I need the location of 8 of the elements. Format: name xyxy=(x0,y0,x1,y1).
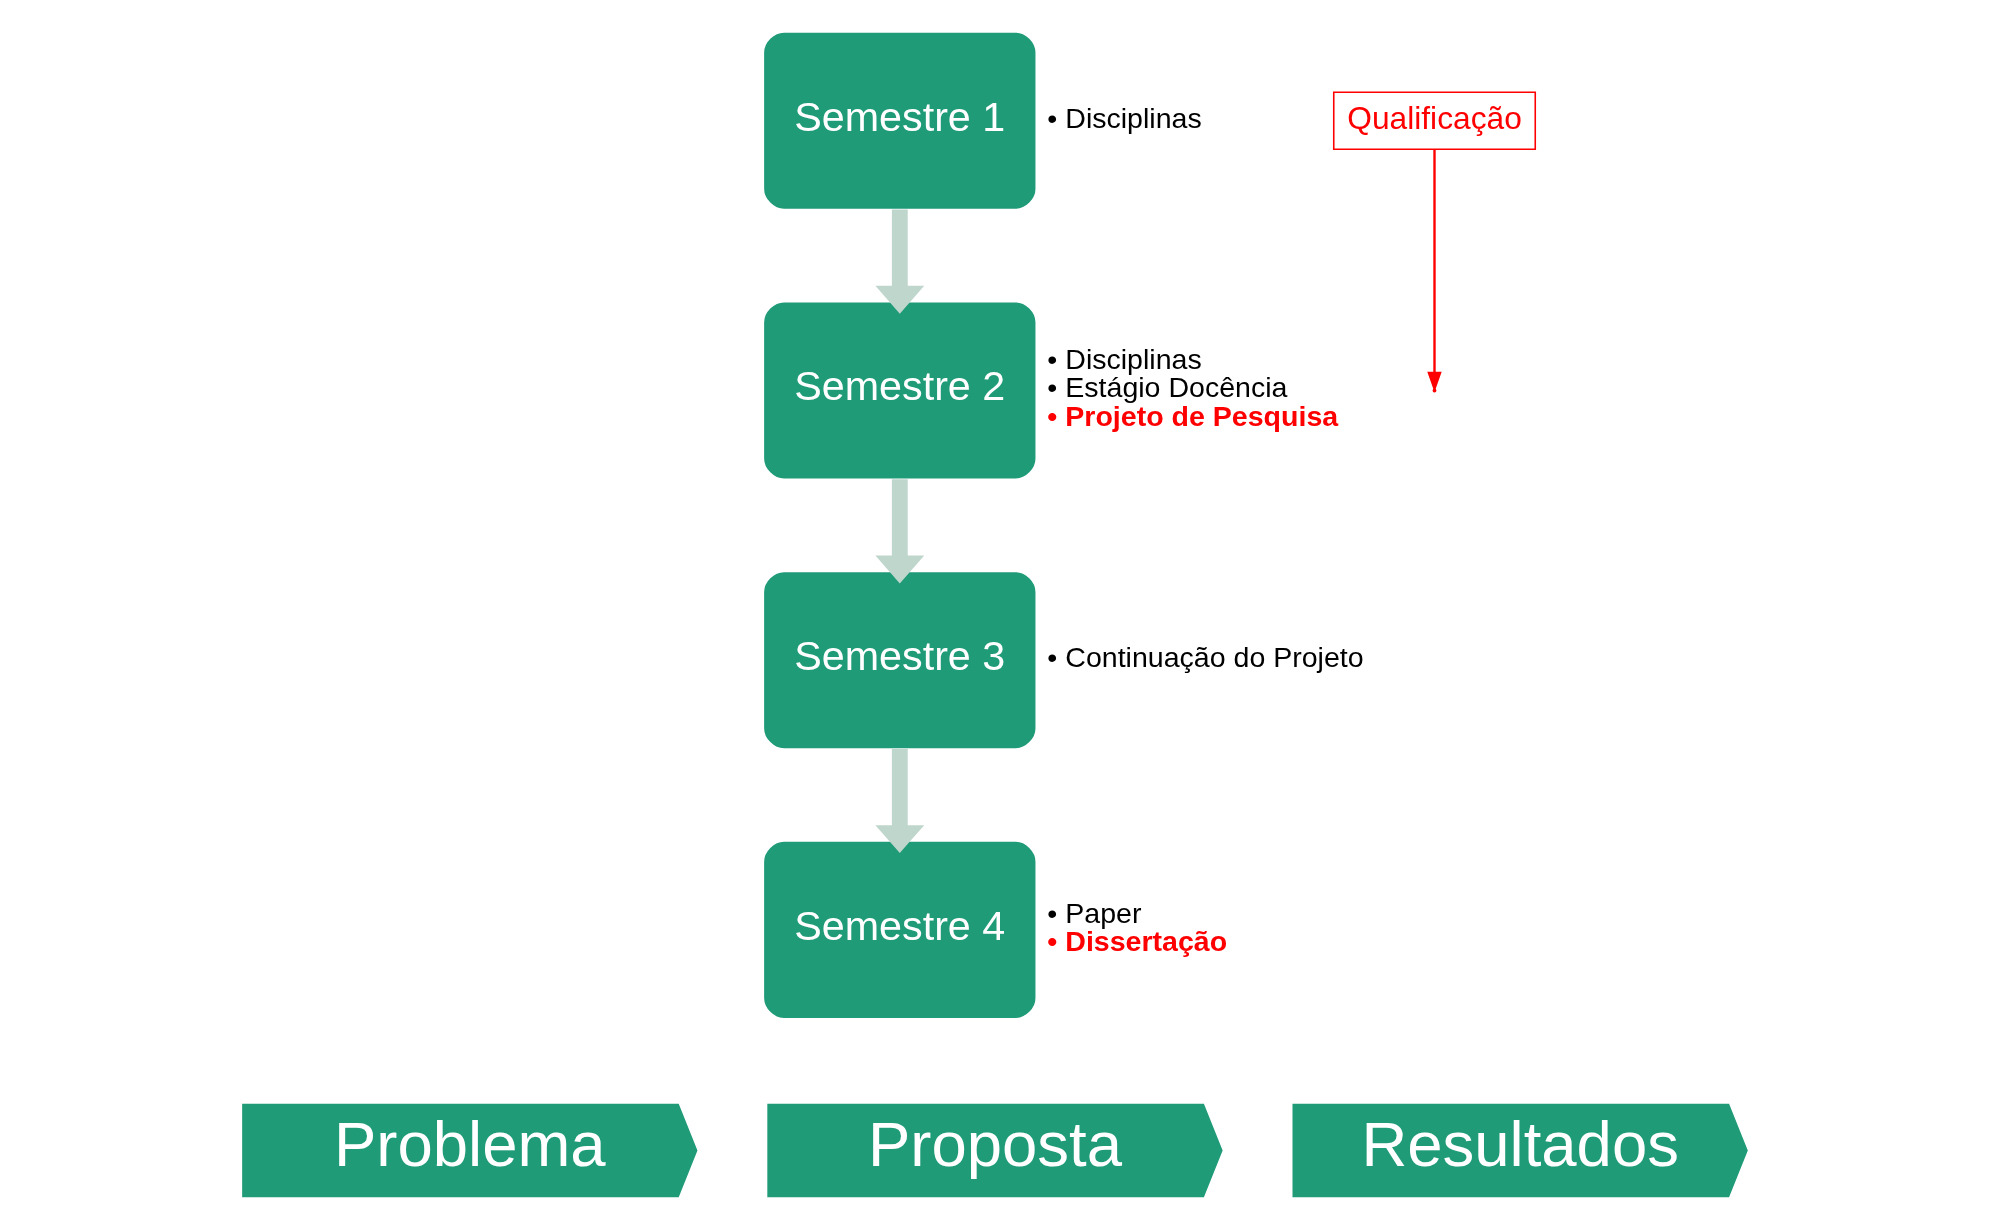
node-label: • Disciplinas xyxy=(1047,342,1202,375)
node-label: • Continuação do Projeto xyxy=(1047,641,1364,674)
node-label: • Disciplinas xyxy=(1047,101,1202,134)
node-label: • Paper xyxy=(1047,896,1142,929)
arrow xyxy=(875,749,925,854)
node-box: Qualificação xyxy=(1332,91,1537,151)
arrow xyxy=(875,479,925,584)
arrow xyxy=(875,209,925,314)
